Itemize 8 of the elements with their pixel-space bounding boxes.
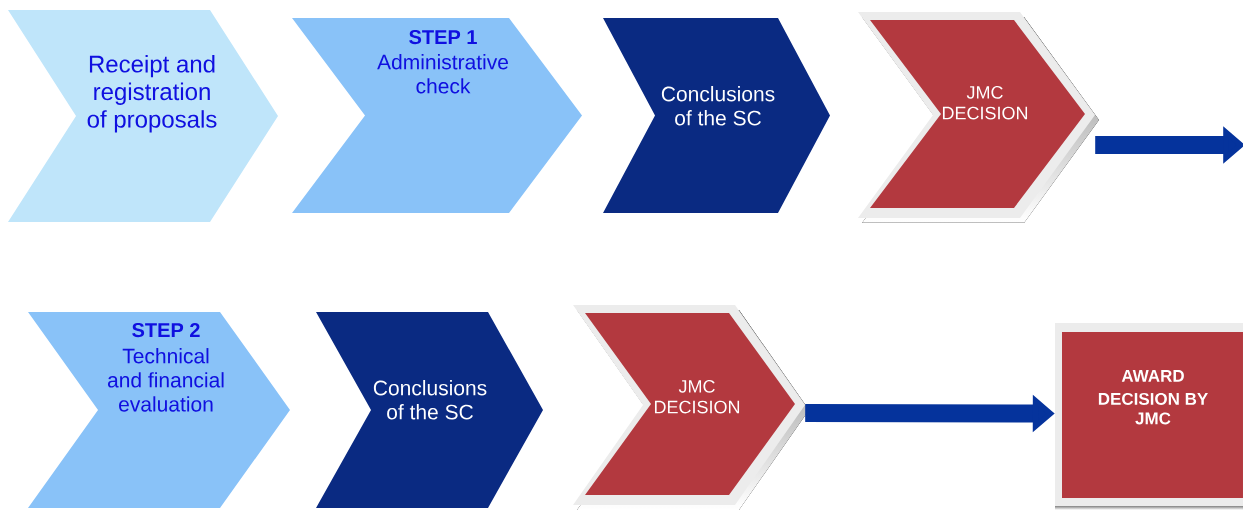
process-step-box: STEP 2 Technical and financial evaluation <box>28 312 290 508</box>
process-step-box: Conclusions of the SC <box>316 312 543 508</box>
decision-step-box: JMC DECISION <box>573 305 809 510</box>
process-step-box: Conclusions of the SC <box>603 18 830 213</box>
process-step-box: Receipt and registration of proposals <box>8 10 278 222</box>
process-step-box: STEP 1 Administrative check <box>292 18 582 213</box>
decision-step-box: JMC DECISION <box>858 12 1099 223</box>
decision-box: AWARD DECISION BY JMC <box>1055 323 1243 510</box>
